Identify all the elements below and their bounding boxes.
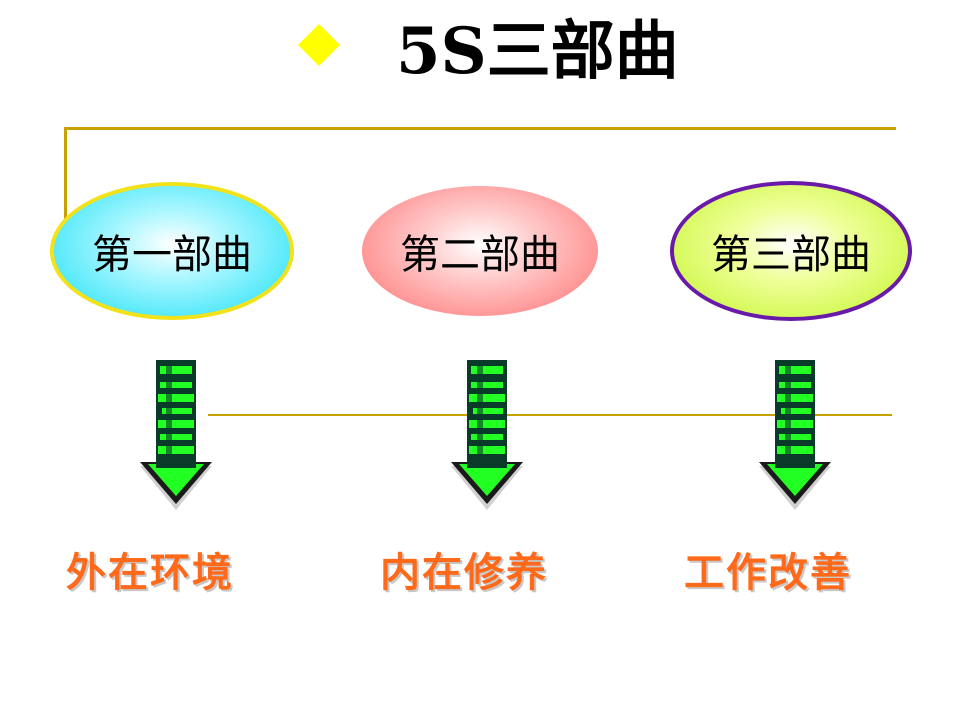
down-arrow-icon bbox=[759, 360, 831, 510]
middle-connector-line bbox=[208, 414, 892, 416]
top-connector-line bbox=[64, 127, 896, 130]
diamond-bullet-icon bbox=[298, 24, 340, 66]
part-oval-1: 第一部曲 bbox=[50, 182, 294, 320]
part-oval-2: 第二部曲 bbox=[362, 186, 598, 316]
down-arrow-icon bbox=[140, 360, 212, 510]
page-title: 5S三部曲 bbox=[396, 14, 679, 89]
result-label-3: 工作改善 bbox=[684, 550, 852, 596]
part-oval-3: 第三部曲 bbox=[670, 181, 912, 321]
down-arrow-icon bbox=[451, 360, 523, 510]
result-label-2: 内在修养 bbox=[380, 550, 548, 596]
top-connector-drop bbox=[64, 127, 67, 223]
result-label-1: 外在环境 bbox=[66, 550, 234, 596]
